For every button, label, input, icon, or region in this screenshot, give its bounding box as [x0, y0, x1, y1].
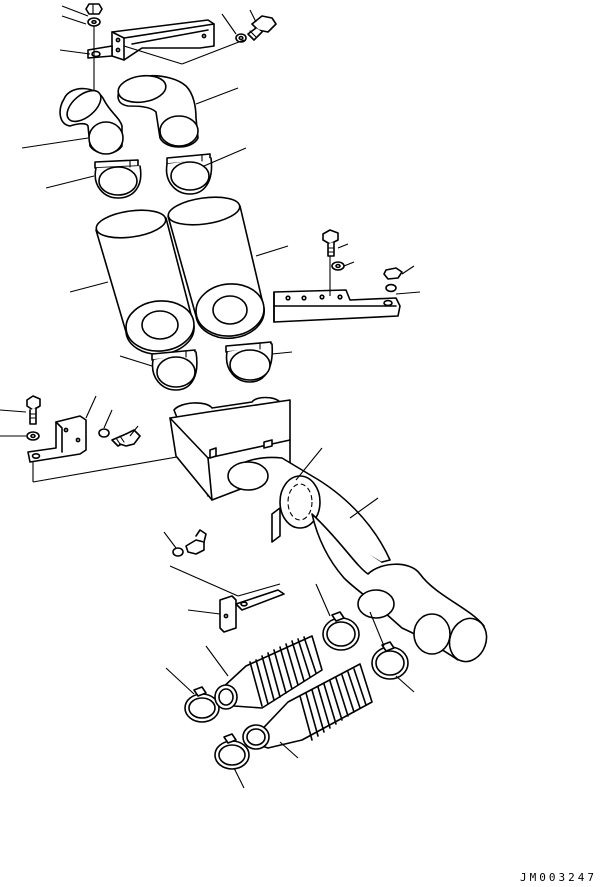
- bolt-icon: [322, 229, 339, 257]
- washer-icon: [26, 431, 40, 441]
- bracket-icon: [219, 589, 285, 633]
- bellows-icon: [214, 635, 323, 710]
- hose-clamp-icon: [214, 733, 250, 770]
- band-clamp-icon: [151, 349, 198, 391]
- cylinder-muffler-icon: [167, 196, 265, 340]
- washer-icon: [385, 283, 397, 293]
- drawing-code: JM003247: [520, 871, 597, 884]
- bolt-icon: [26, 395, 41, 425]
- bracket-icon: [273, 289, 401, 323]
- washer-icon: [98, 428, 110, 438]
- band-clamp-icon: [165, 153, 213, 195]
- hose-clamp-icon: [371, 641, 409, 680]
- hose-clamp-icon: [322, 611, 360, 651]
- elbow-pipe-icon: [59, 87, 124, 155]
- callout-leaders: [0, 5, 421, 789]
- elbow-pipe-icon: [117, 74, 199, 148]
- hex-nut-icon: [85, 3, 103, 15]
- bolt-icon: [111, 429, 141, 447]
- bracket-icon: [27, 415, 87, 463]
- cylinder-muffler-icon: [95, 209, 195, 355]
- bolt-icon: [247, 15, 277, 41]
- bellows-icon: [242, 663, 373, 750]
- band-clamp-icon: [94, 159, 142, 199]
- washer-icon: [331, 261, 345, 271]
- hose-clamp-icon: [184, 686, 220, 723]
- bracket-icon: [271, 507, 281, 543]
- washer-icon: [87, 17, 101, 27]
- hex-nut-icon: [383, 267, 403, 280]
- band-clamp-icon: [225, 341, 274, 383]
- bolt-icon: [185, 529, 207, 555]
- washer-icon: [172, 547, 184, 557]
- y-pipe-icon: [169, 396, 488, 663]
